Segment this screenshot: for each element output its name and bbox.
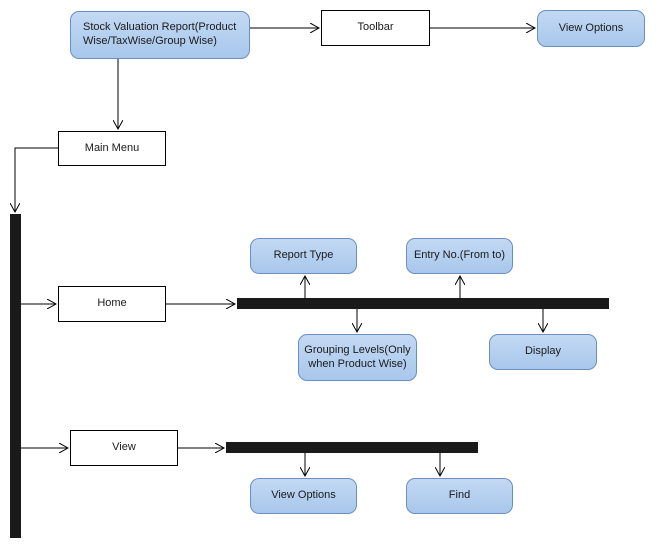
view-node: View [70, 430, 178, 466]
connector-main-menu-to-bar [15, 147, 58, 212]
view-fork-bar [226, 442, 478, 453]
main-fork-bar [10, 214, 21, 538]
home-node: Home [58, 286, 166, 322]
grouping-levels-node: Grouping Levels(Only when Product Wise) [298, 334, 417, 381]
main-menu-node: Main Menu [58, 131, 166, 166]
entry-no-node: Entry No.(From to) [406, 238, 513, 274]
display-node: Display [489, 334, 597, 370]
stock-valuation-report-node: Stock Valuation Report(Product Wise/TaxW… [70, 11, 250, 59]
report-type-node: Report Type [250, 238, 357, 274]
toolbar-node: Toolbar [321, 10, 430, 46]
view-options-bottom-node: View Options [250, 478, 357, 514]
find-node: Find [406, 478, 513, 514]
home-fork-bar [237, 298, 609, 309]
view-options-top-node: View Options [537, 10, 645, 47]
